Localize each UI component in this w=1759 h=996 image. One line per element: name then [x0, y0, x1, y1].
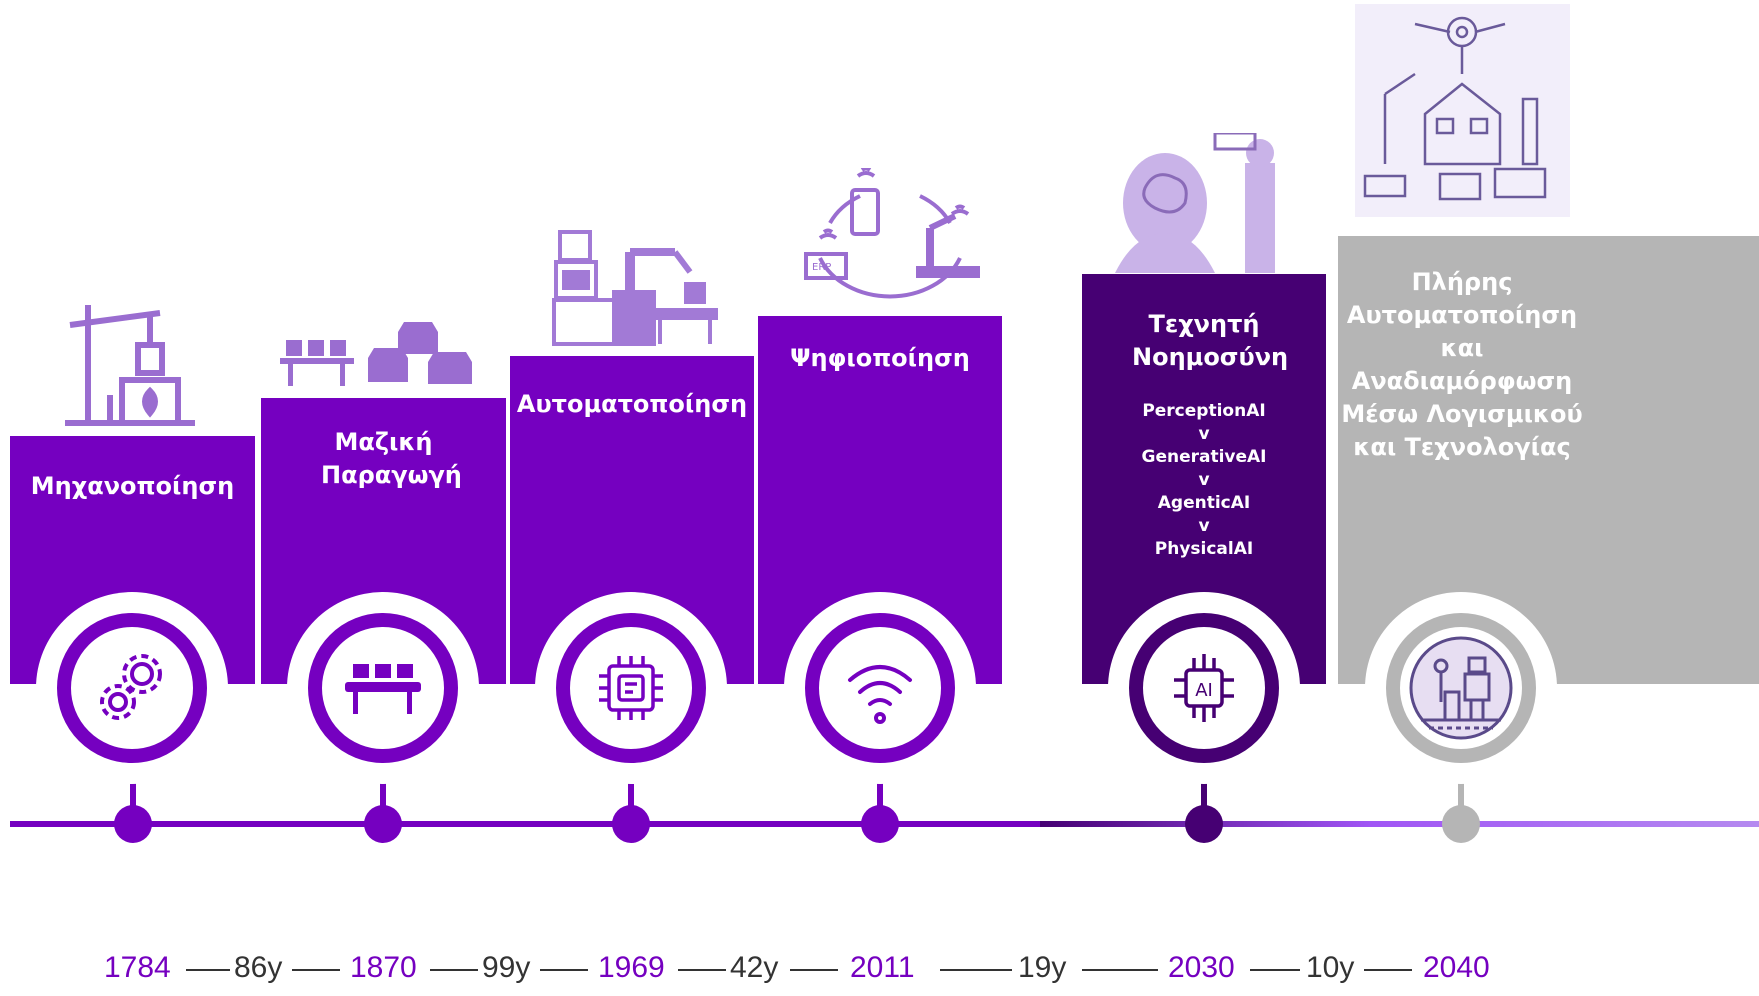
svg-text:ERP: ERP — [812, 262, 831, 273]
timeline-bar — [1370, 821, 1759, 827]
timeline-stem — [877, 780, 883, 825]
era-title: Αυτοματοποίηση — [516, 390, 748, 418]
era-title: Μηχανοποίηση — [30, 472, 235, 500]
timeline-stem — [628, 780, 634, 825]
gap-line — [430, 969, 478, 971]
gap-line — [1250, 969, 1300, 971]
gap-label: 10y — [1306, 951, 1355, 984]
timeline-stem — [1458, 780, 1464, 825]
assembly-line-cars-icon — [280, 322, 472, 386]
year-label: 1870 — [350, 951, 417, 984]
era-title: Μαζική Παραγωγή — [321, 428, 462, 489]
era-ring — [36, 592, 228, 784]
ai-stage: PerceptionAI — [1142, 401, 1266, 421]
gap-line — [292, 969, 340, 971]
era-title: Τεχνητή Νοημοσύνη — [1132, 310, 1289, 371]
ai-stages-list: PerceptionAI v GenerativeAI v AgenticAI … — [1082, 400, 1326, 561]
ai-stage-separator: v — [1198, 516, 1210, 536]
gap-label: 19y — [1018, 951, 1067, 984]
wifi-icon — [848, 665, 912, 724]
timeline-dot — [612, 805, 650, 843]
era-ring — [1365, 592, 1557, 784]
era-title: Ψηφιοποίηση — [790, 344, 970, 372]
gap-label: 86y — [234, 951, 283, 984]
timeline-dot — [861, 805, 899, 843]
timeline-dot — [1442, 805, 1480, 843]
era-ring — [535, 592, 727, 784]
era-ring — [287, 592, 479, 784]
conveyor-icon — [345, 664, 421, 714]
ai-stage-separator: v — [1198, 424, 1210, 444]
gap-line — [940, 969, 1012, 971]
timeline-dot — [1185, 805, 1223, 843]
gap-line — [186, 969, 230, 971]
era-title: Πλήρης Αυτοματοποίηση και Αναδιαμόρφωση … — [1341, 268, 1583, 461]
timeline-bar — [10, 821, 1040, 827]
smart-factory-illustration — [1355, 4, 1570, 217]
timeline-dot — [114, 805, 152, 843]
ai-head-illustration — [1115, 133, 1275, 273]
era-block-full-automation: Πλήρης Αυτοματοποίηση και Αναδιαμόρφωση … — [1338, 236, 1759, 684]
gap-line — [678, 969, 726, 971]
gears-icon — [100, 654, 162, 720]
chip-icon — [599, 656, 663, 720]
robot-factory-icon — [1409, 636, 1513, 740]
era-ring — [784, 592, 976, 784]
year-label: 2030 — [1168, 951, 1235, 984]
timeline-stem — [130, 780, 136, 825]
robot-arm-icon — [552, 230, 718, 346]
gap-line — [790, 969, 838, 971]
ai-stage-separator: v — [1198, 470, 1210, 490]
erp-connectivity-icon: ERP — [804, 168, 980, 299]
timeline-stem — [1201, 780, 1207, 825]
year-label: 2011 — [850, 951, 915, 984]
year-label: 1969 — [598, 951, 665, 984]
gap-line — [1082, 969, 1158, 971]
timeline-dot — [364, 805, 402, 843]
ai-stage: GenerativeAI — [1141, 447, 1267, 467]
gap-line — [540, 969, 588, 971]
gap-label: 42y — [730, 951, 779, 984]
year-label: 1784 — [104, 951, 171, 984]
svg-text:AI: AI — [1195, 680, 1213, 701]
year-label: 2040 — [1423, 951, 1490, 984]
gap-line — [1364, 969, 1412, 971]
timeline-stem — [380, 780, 386, 825]
era-block-automation: Αυτοματοποίηση — [510, 356, 754, 684]
ai-chip-icon: AI — [1174, 654, 1234, 722]
gap-label: 99y — [482, 951, 531, 984]
ai-stage: PhysicalAI — [1154, 539, 1254, 559]
steam-engine-icon — [65, 305, 195, 426]
era-ring: AI — [1108, 592, 1300, 784]
ai-stage: AgenticAI — [1157, 493, 1251, 513]
